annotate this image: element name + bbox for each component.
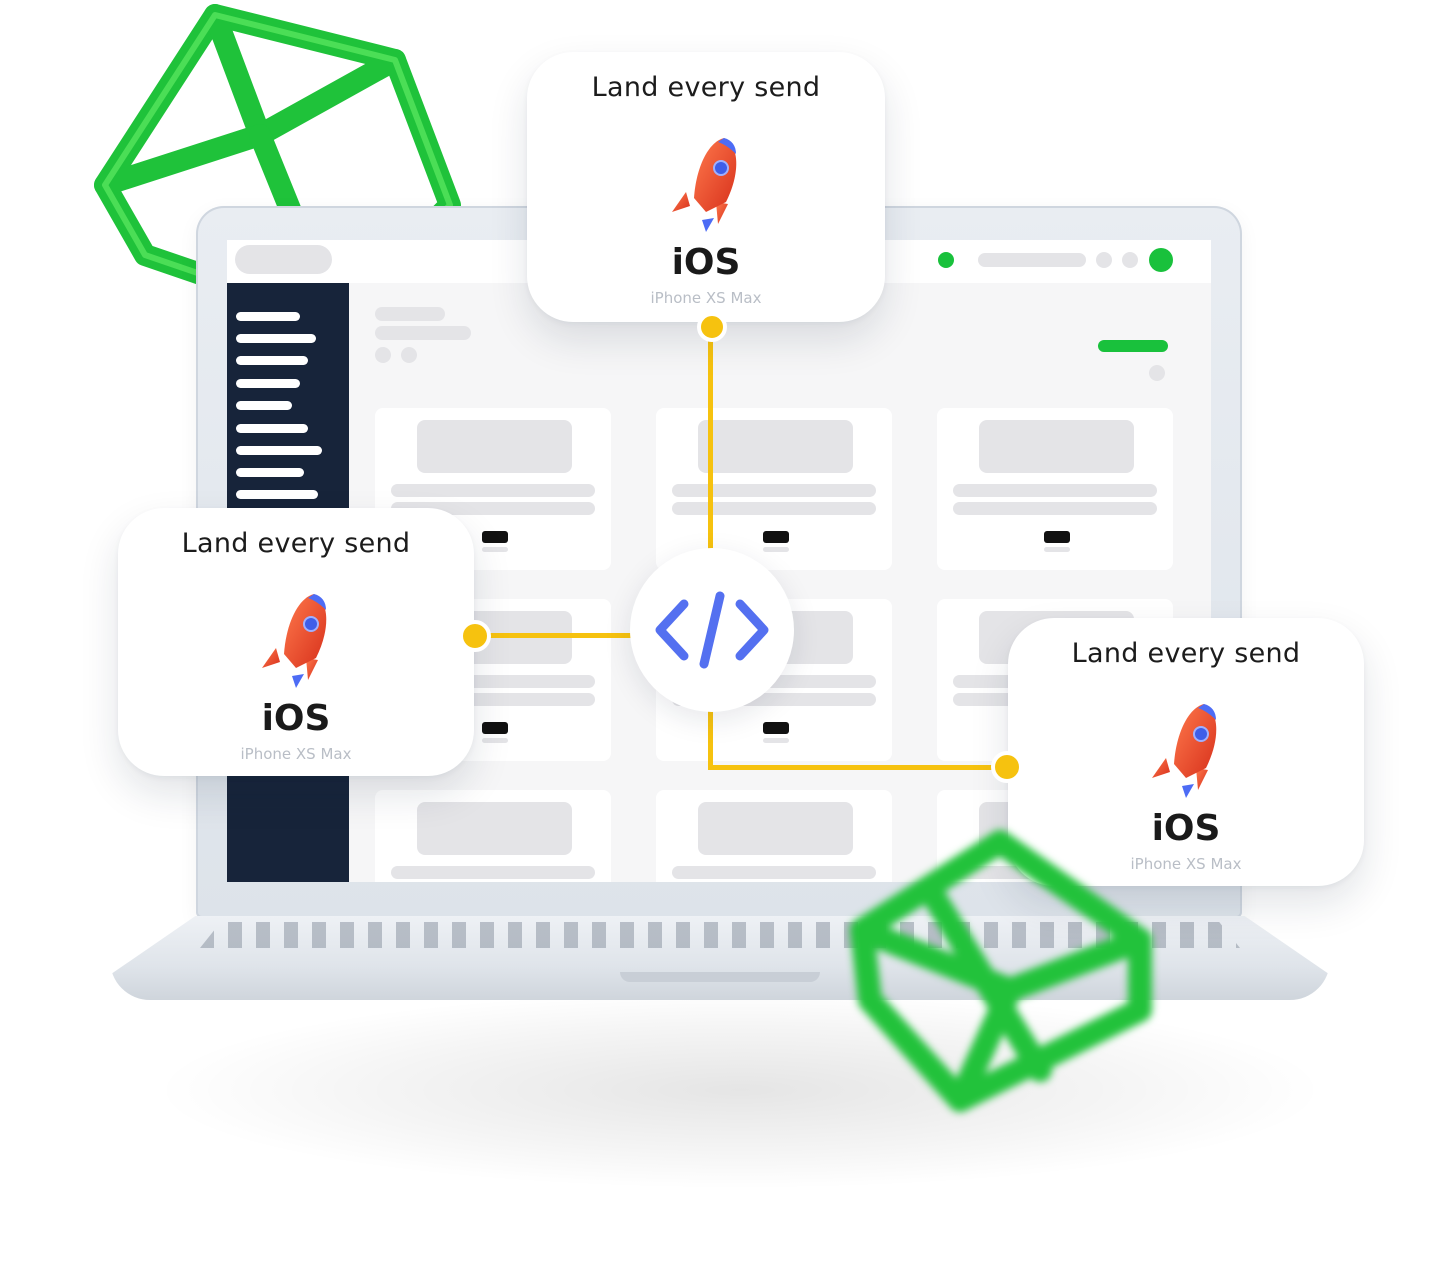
card-image-placeholder bbox=[417, 802, 572, 855]
status-dot-green bbox=[938, 252, 954, 268]
card-line bbox=[953, 484, 1157, 497]
platform-card-top[interactable]: Land every send iOS iPhone XS Max bbox=[527, 52, 885, 322]
card-tag bbox=[763, 722, 789, 734]
card-image-placeholder bbox=[698, 802, 853, 855]
grid-card[interactable] bbox=[375, 790, 611, 882]
sidebar-item[interactable] bbox=[236, 312, 300, 321]
card-device: iPhone XS Max bbox=[240, 745, 352, 763]
grid-card[interactable] bbox=[656, 408, 892, 570]
topbar-icon-2[interactable] bbox=[1122, 252, 1138, 268]
laptop-keyboard bbox=[200, 922, 1240, 948]
card-platform: iOS bbox=[1151, 808, 1221, 849]
card-tag bbox=[1044, 531, 1070, 543]
card-title: Land every send bbox=[1071, 638, 1301, 669]
card-tag-underline bbox=[482, 738, 508, 743]
connector-line-left bbox=[476, 633, 636, 638]
sidebar-item[interactable] bbox=[236, 356, 308, 365]
card-line bbox=[391, 866, 595, 879]
platform-card-right[interactable]: Land every send iOS iPhone XS Max bbox=[1008, 618, 1364, 886]
card-line bbox=[953, 502, 1157, 515]
topbar-icon-1[interactable] bbox=[1096, 252, 1112, 268]
code-hub[interactable] bbox=[630, 548, 794, 712]
card-line bbox=[672, 484, 876, 497]
sidebar-item[interactable] bbox=[236, 490, 318, 499]
sidebar-item[interactable] bbox=[236, 401, 292, 410]
card-title: Land every send bbox=[591, 72, 821, 103]
card-tag bbox=[482, 722, 508, 734]
secondary-dot bbox=[1149, 365, 1165, 381]
card-image-placeholder bbox=[417, 420, 572, 473]
sidebar-item[interactable] bbox=[236, 334, 316, 343]
grid-card[interactable] bbox=[937, 408, 1173, 570]
card-image-placeholder bbox=[698, 420, 853, 473]
card-platform: iOS bbox=[671, 242, 741, 283]
avatar[interactable] bbox=[1149, 248, 1173, 272]
primary-action-button[interactable] bbox=[1098, 340, 1168, 352]
topbar-logo-placeholder bbox=[235, 245, 332, 274]
rocket-icon bbox=[262, 594, 327, 688]
card-device: iPhone XS Max bbox=[1130, 855, 1242, 873]
connector-line-bottom-v bbox=[708, 706, 713, 770]
topbar-search-placeholder[interactable] bbox=[978, 253, 1086, 267]
sidebar-item[interactable] bbox=[236, 379, 300, 388]
card-tag bbox=[482, 531, 508, 543]
card-platform: iOS bbox=[261, 698, 331, 739]
header-dot bbox=[375, 347, 391, 363]
card-tag bbox=[763, 531, 789, 543]
card-device: iPhone XS Max bbox=[650, 289, 762, 307]
connector-dot-right bbox=[991, 751, 1023, 783]
connector-dot-left bbox=[459, 620, 491, 652]
connector-line-top bbox=[708, 326, 713, 556]
connector-dot-top bbox=[697, 312, 727, 342]
card-tag-underline bbox=[763, 547, 789, 552]
card-line bbox=[391, 484, 595, 497]
sidebar-item[interactable] bbox=[236, 446, 322, 455]
header-dot bbox=[401, 347, 417, 363]
card-line bbox=[672, 502, 876, 515]
rocket-icon bbox=[1152, 704, 1217, 798]
card-tag-underline bbox=[763, 738, 789, 743]
platform-card-left[interactable]: Land every send iOS iPhone XS Max bbox=[118, 508, 474, 776]
sidebar-item[interactable] bbox=[236, 468, 304, 477]
card-image-placeholder bbox=[979, 420, 1134, 473]
connector-line-bottom-h bbox=[708, 765, 1008, 770]
sidebar-item[interactable] bbox=[236, 424, 308, 433]
card-line bbox=[672, 866, 876, 879]
rocket-icon bbox=[672, 138, 737, 232]
code-brackets-icon bbox=[655, 591, 769, 669]
grid-card[interactable] bbox=[656, 790, 892, 882]
laptop-shadow bbox=[150, 990, 1330, 1190]
card-title: Land every send bbox=[181, 528, 411, 559]
page-subtitle-placeholder bbox=[375, 326, 471, 340]
laptop-notch bbox=[620, 972, 820, 982]
page-title-placeholder bbox=[375, 307, 445, 321]
card-tag-underline bbox=[482, 547, 508, 552]
card-tag-underline bbox=[1044, 547, 1070, 552]
